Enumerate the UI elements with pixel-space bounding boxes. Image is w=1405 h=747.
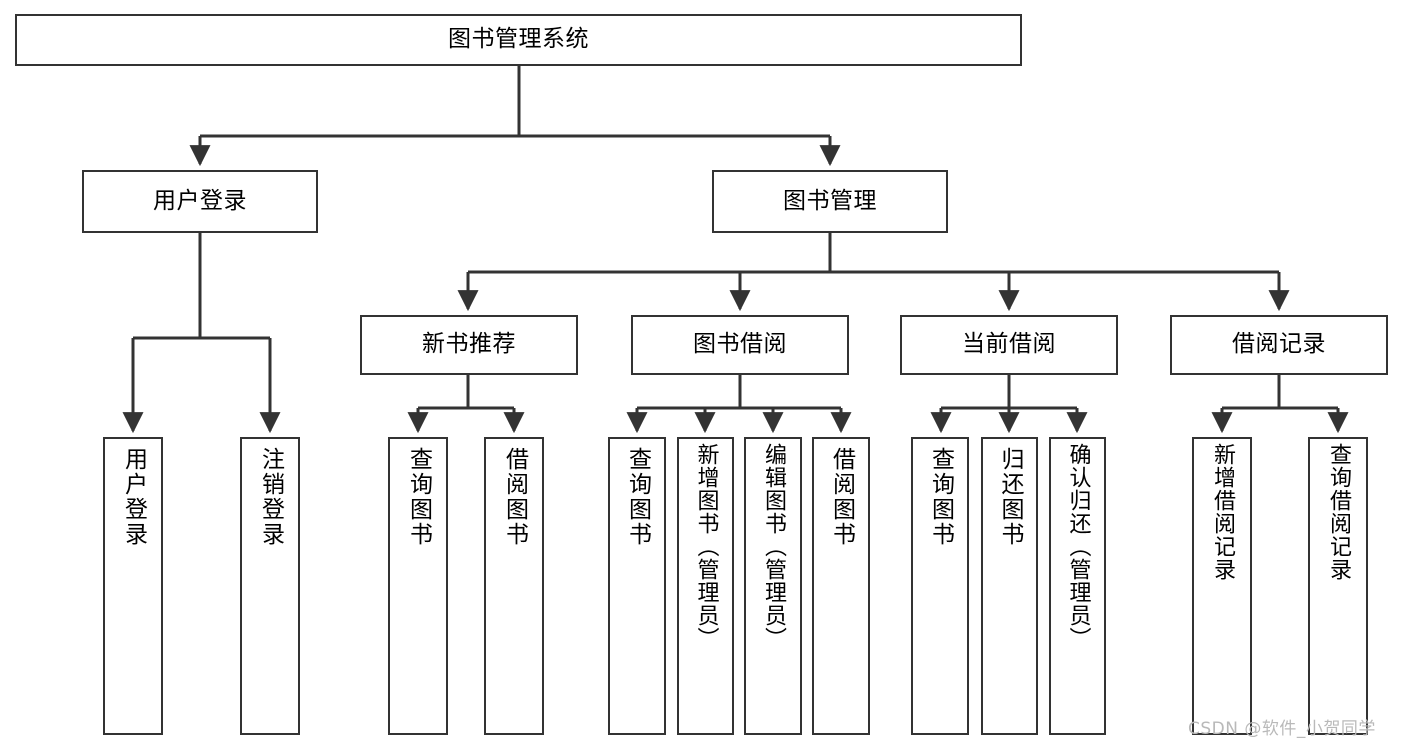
node-current-borrow[interactable]: 当前借阅 bbox=[900, 315, 1118, 375]
node-label: 用户登录 bbox=[153, 187, 247, 214]
node-label: 归还图书 bbox=[997, 447, 1023, 547]
node-label: 查询图书 bbox=[927, 447, 954, 547]
node-leaf-query-book-2[interactable]: 查询图书 bbox=[608, 437, 666, 735]
node-label: 借阅记录 bbox=[1232, 331, 1326, 358]
node-leaf-borrow-book-1[interactable]: 借阅图书 bbox=[484, 437, 544, 735]
node-label: 图书借阅 bbox=[693, 331, 787, 358]
node-leaf-add-book[interactable]: 新增图书（管理员） bbox=[677, 437, 734, 735]
node-leaf-confirm-return[interactable]: 确认归还（管理员） bbox=[1049, 437, 1106, 735]
node-leaf-query-book-1[interactable]: 查询图书 bbox=[388, 437, 448, 735]
node-leaf-return-book[interactable]: 归还图书 bbox=[981, 437, 1038, 735]
node-leaf-edit-book[interactable]: 编辑图书（管理员） bbox=[744, 437, 802, 735]
node-leaf-query-book-3[interactable]: 查询图书 bbox=[911, 437, 969, 735]
node-label: 用户登录 bbox=[120, 447, 147, 547]
node-label: 查询图书 bbox=[405, 447, 432, 547]
node-user-login[interactable]: 用户登录 bbox=[82, 170, 318, 233]
node-label: 图书管理系统 bbox=[448, 26, 589, 53]
node-leaf-user-login[interactable]: 用户登录 bbox=[103, 437, 163, 735]
node-borrow-record[interactable]: 借阅记录 bbox=[1170, 315, 1388, 375]
node-root-book-management-system[interactable]: 图书管理系统 bbox=[15, 14, 1022, 66]
watermark-text: CSDN @软件_小贺同学 bbox=[1188, 719, 1376, 739]
node-label: 新增图书（管理员） bbox=[693, 443, 719, 650]
node-label: 编辑图书（管理员） bbox=[761, 443, 786, 650]
node-book-manage[interactable]: 图书管理 bbox=[712, 170, 948, 233]
node-label: 查询借阅记录 bbox=[1326, 443, 1351, 581]
node-book-borrow[interactable]: 图书借阅 bbox=[631, 315, 849, 375]
node-label: 当前借阅 bbox=[962, 331, 1056, 358]
node-label: 查询图书 bbox=[624, 447, 651, 547]
node-leaf-query-record[interactable]: 查询借阅记录 bbox=[1308, 437, 1368, 735]
node-label: 借阅图书 bbox=[828, 447, 855, 547]
node-new-book-recommend[interactable]: 新书推荐 bbox=[360, 315, 578, 375]
node-leaf-add-record[interactable]: 新增借阅记录 bbox=[1192, 437, 1252, 735]
node-label: 注销登录 bbox=[257, 447, 284, 547]
node-label: 图书管理 bbox=[783, 187, 877, 214]
node-leaf-borrow-book-2[interactable]: 借阅图书 bbox=[812, 437, 870, 735]
node-label: 确认归还（管理员） bbox=[1065, 443, 1091, 650]
node-leaf-user-logout[interactable]: 注销登录 bbox=[240, 437, 300, 735]
node-label: 借阅图书 bbox=[501, 447, 528, 547]
node-label: 新书推荐 bbox=[422, 331, 516, 358]
node-label: 新增借阅记录 bbox=[1210, 443, 1235, 581]
